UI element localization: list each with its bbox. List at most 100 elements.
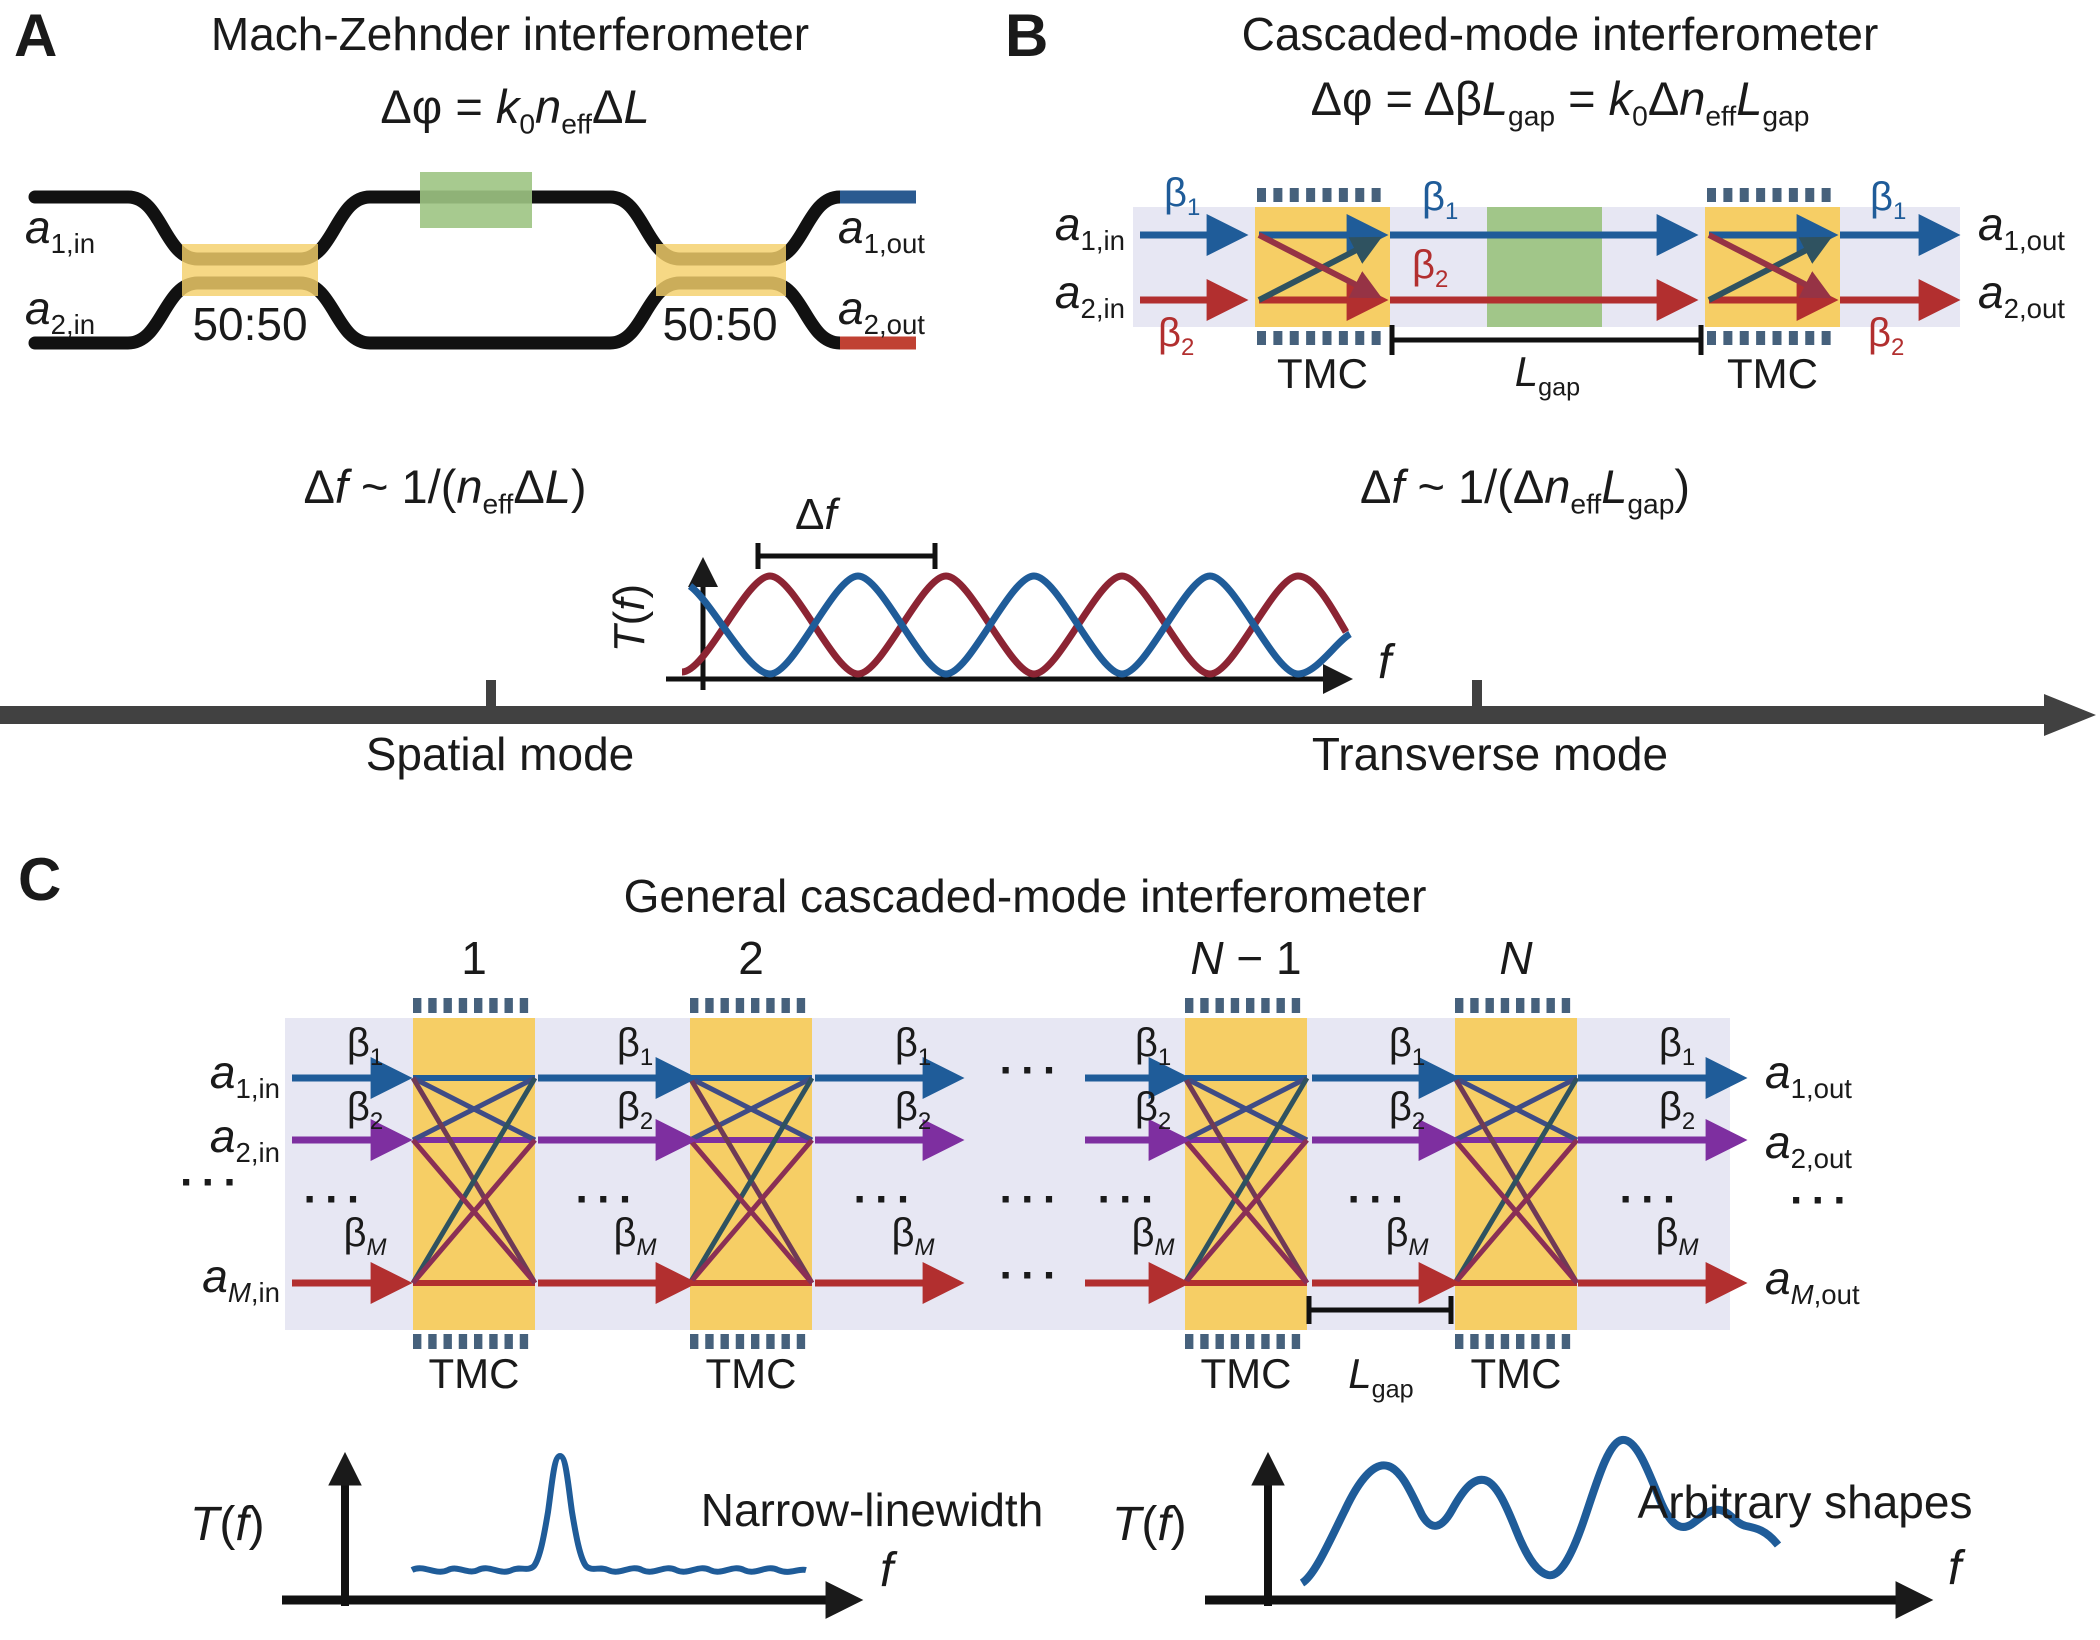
gcmi-grating-tick — [1561, 1334, 1571, 1349]
gcmi-output-dots: ··· — [1790, 1176, 1855, 1225]
tmc-grating-tick — [1805, 331, 1815, 345]
gcmi-output2-label: a2,out — [1765, 1116, 1852, 1175]
tmc-grating-tick — [1739, 188, 1749, 202]
cmi-input2-label: a2,in — [1054, 266, 1125, 325]
tmc-grating-tick — [1322, 331, 1332, 345]
gcmi-grating-tick — [519, 1334, 529, 1349]
gcmi-grating-tick — [766, 1334, 775, 1349]
gcmi-beta2-label: β2 — [1134, 1085, 1172, 1135]
coupler2-highlight — [656, 244, 786, 296]
mzi-input2-label: a2,in — [25, 282, 96, 341]
tmc-grating-tick — [1788, 331, 1798, 345]
gcmi-mid-dots: ··· — [1347, 1175, 1413, 1224]
tmc-grating-tick — [1723, 331, 1733, 345]
tmc-grating-tick — [1257, 331, 1267, 345]
gcmi-grating-tick — [1485, 998, 1494, 1013]
tmc-grating-tick — [1338, 331, 1348, 345]
gcmi-grating-tick — [489, 1334, 498, 1349]
gcmi-betaM-label: βM — [1655, 1211, 1699, 1261]
gcmi-cross-line — [1183, 1075, 1309, 1143]
beta1-label: β1 — [1164, 171, 1201, 221]
gcmi-grating-tick — [1215, 998, 1224, 1013]
gcmi-beta2-label: β2 — [1658, 1085, 1696, 1135]
gcmi-grating-tick — [720, 998, 729, 1013]
beta2-label: β2 — [1868, 311, 1905, 361]
gcmi-grating-tick — [796, 1334, 806, 1349]
gcmi-input-dots: ··· — [180, 1158, 245, 1207]
arbitrary-curve — [1299, 1436, 1782, 1587]
spectrum-x-label: f — [1378, 636, 1392, 689]
gcmi-break-dots: ··· — [999, 1046, 1065, 1095]
gcmi-grating-tick — [1291, 1334, 1301, 1349]
gcmi-beta2-label: β2 — [346, 1085, 384, 1135]
panel-b-formula: Δφ = ΔβLgap = k0ΔneffLgap — [1310, 72, 1810, 132]
timeline-label-spatial: Spatial mode — [365, 728, 635, 780]
tmc-grating-tick — [1273, 331, 1283, 345]
spectrum-y-label: T(f) — [604, 583, 654, 653]
mode-timeline — [0, 680, 2096, 736]
tmc-grating-tick — [1273, 188, 1283, 202]
gcmi-grating-tick — [1230, 998, 1240, 1013]
gcmi-input1-label: a1,in — [209, 1046, 280, 1105]
gcmi-outputM-label: aM,out — [1765, 1252, 1860, 1311]
plot-right-y-label: T(f) — [1112, 1498, 1187, 1551]
gcmi-tmc-block — [1185, 1018, 1307, 1330]
tmc-grating-tick — [1322, 188, 1332, 202]
gcmi-tmc-block — [690, 1018, 812, 1330]
cmi-output1-label: a1,out — [1978, 198, 2065, 257]
gcmi-betaM-label: βM — [891, 1211, 935, 1261]
gcmi-grating-tick — [751, 1334, 760, 1349]
gcmi-mid-dots: ··· — [853, 1175, 919, 1224]
tmc-cross-arrow — [1707, 236, 1833, 303]
gcmi-grating-tick — [1546, 998, 1555, 1013]
gcmi-grating-tick — [1561, 998, 1571, 1013]
gcmi-betaM-label: βM — [1385, 1211, 1429, 1261]
stage-label-1: 1 — [461, 932, 487, 984]
gcmi-grating-tick — [1470, 1334, 1479, 1349]
tmc-grating-tick — [1756, 331, 1766, 345]
spectrum-plot — [666, 543, 1353, 694]
spectrum-wave-blue — [687, 572, 1352, 678]
tmc-grating-tick — [1739, 331, 1749, 345]
gcmi-betaM-label: βM — [1131, 1211, 1175, 1261]
gcmi-grating-tick — [1455, 998, 1464, 1013]
stage-label-n: N — [1499, 932, 1533, 984]
beta1-label: β1 — [1422, 175, 1459, 225]
gcmi-mid-dots: ··· — [1619, 1175, 1685, 1224]
gcmi-grating-tick — [443, 998, 452, 1013]
gcmi-break-dots: ··· — [999, 1251, 1065, 1300]
mzi-diagram — [28, 172, 916, 350]
gcmi-cross-line — [687, 1076, 815, 1285]
gcmi-grating-tick — [1455, 1334, 1464, 1349]
gcmi-grating-tick — [1215, 1334, 1224, 1349]
plot-left-x-label: f — [880, 1544, 894, 1597]
tmc-grating-tick — [1289, 331, 1299, 345]
df-label: Δf — [795, 490, 837, 539]
beta2-label: β2 — [1158, 311, 1195, 361]
gcmi-grating-tick — [781, 1334, 790, 1349]
plot-left-y-label: T(f) — [190, 1498, 265, 1551]
tmc-grating-tick — [1306, 188, 1316, 202]
general-cmi-diagram — [285, 998, 1748, 1349]
tmc-grating-tick — [1707, 188, 1717, 202]
gcmi-grating-tick — [474, 1334, 483, 1349]
narrow-linewidth-plot — [282, 1451, 864, 1619]
gcmi-grating-tick — [690, 1334, 699, 1349]
gcmi-grating-tick — [1470, 998, 1479, 1013]
gcmi-grating-tick — [1185, 1334, 1194, 1349]
gcmi-grating-tick — [1485, 1334, 1494, 1349]
gcmi-cross-line — [411, 1138, 537, 1285]
gcmi-grating-tick — [1516, 1334, 1525, 1349]
gcmi-cross-line — [411, 1075, 537, 1143]
gcmi-grating-tick — [766, 998, 775, 1013]
scaling-formula-mzi: Δf ~ 1/(neffΔL) — [303, 460, 587, 520]
gcmi-beta1-label: β1 — [1134, 1021, 1172, 1071]
gcmi-grating-tick — [735, 1334, 745, 1349]
gcmi-input2-label: a2,in — [209, 1110, 280, 1169]
gcmi-cross-line — [1183, 1138, 1309, 1285]
gcmi-grating-tick — [443, 1334, 452, 1349]
mzi-output2-label: a2,out — [838, 282, 925, 341]
panel-c-title: General cascaded-mode interferometer — [623, 870, 1427, 922]
gcmi-mid-dots: ··· — [575, 1175, 641, 1224]
timeline-arrowhead — [2044, 694, 2096, 736]
